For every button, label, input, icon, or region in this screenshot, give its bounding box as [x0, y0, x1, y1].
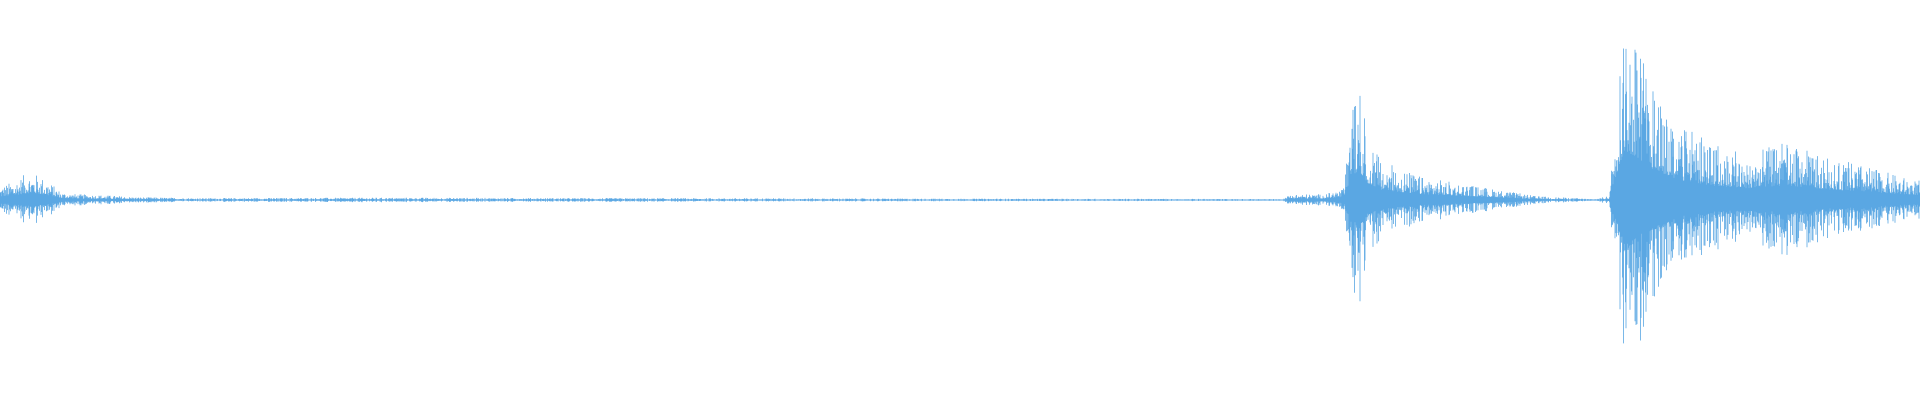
- waveform-trace: [0, 48, 1920, 344]
